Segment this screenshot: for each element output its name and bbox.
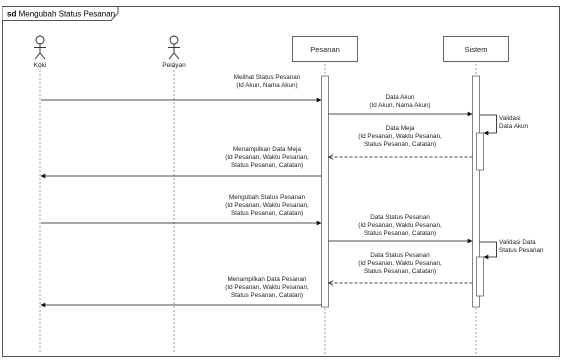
message-label-line: (Id Akun, Nama Akun) bbox=[369, 102, 430, 109]
message-m6: Mengubah Status Pesanan(Id Pesanan, Wakt… bbox=[41, 194, 322, 226]
message-label-line: (Id Pesanan, Waktu Pesanan, bbox=[225, 284, 309, 291]
message-label-line: Data Status Pesanan bbox=[370, 214, 430, 221]
participant-sistem-label: Sistem bbox=[465, 45, 488, 54]
actor-pelayan bbox=[168, 35, 180, 60]
frame-label-pentagon bbox=[2, 6, 119, 21]
participant-pesanan-box bbox=[292, 36, 358, 62]
message-label-line: Status Pesanan, Catatan) bbox=[231, 162, 303, 169]
message-label-line: Menampilkan Data Pesanan bbox=[227, 276, 307, 283]
message-m9: Data Status Pesanan(Id Pesanan, Waktu Pe… bbox=[329, 252, 473, 283]
diagram-frame bbox=[2, 6, 560, 357]
message-label-line: Status Pesanan, Catatan) bbox=[231, 292, 303, 299]
message-label-line: Status Pesanan bbox=[499, 247, 544, 254]
message-label-line: (Id Pesanan, Waktu Pesanan, bbox=[358, 260, 442, 267]
message-label-line: Validasi bbox=[499, 115, 521, 122]
message-m2: Data Akun(Id Akun, Nama Akun) bbox=[328, 94, 473, 117]
message-label: Mengubah Status Pesanan(Id Pesanan, Wakt… bbox=[225, 194, 309, 217]
message-label: Menampilkan Data Meja(Id Pesanan, Waktu … bbox=[225, 146, 309, 169]
message-label-line: (Id Pesanan, Waktu Pesanan, bbox=[225, 202, 309, 209]
message-label: Melihat Status Pesanan(Id Akun, Nama Aku… bbox=[234, 74, 301, 89]
message-label-line: (Id Akun, Nama Akun) bbox=[236, 82, 297, 89]
activation-sistem-validate-1 bbox=[476, 132, 484, 171]
message-m4: Data Meja(Id Pesanan, Waktu Pesanan,Stat… bbox=[329, 125, 473, 157]
actor-pelayan-label: Pelayan bbox=[162, 62, 186, 69]
message-label-line: Data Akun bbox=[499, 123, 529, 130]
actor-koki bbox=[34, 35, 46, 60]
message-m7: Data Status Pesanan(Id Pesanan, Waktu Pe… bbox=[328, 214, 473, 244]
participant-sistem-box bbox=[443, 36, 509, 62]
message-label-line: Data Akun bbox=[385, 94, 415, 101]
message-label-line: Melihat Status Pesanan bbox=[234, 74, 301, 81]
frame-keyword: sd bbox=[7, 10, 16, 19]
message-label-line: Data Meja bbox=[386, 125, 415, 132]
self-message-arrow bbox=[479, 241, 497, 260]
actor-koki-head-icon bbox=[35, 35, 45, 45]
message-label: Data Akun(Id Akun, Nama Akun) bbox=[369, 94, 430, 109]
frame-label: sd Mengubah Status Pesanan bbox=[7, 10, 115, 19]
activation-sistem-validate-2 bbox=[476, 256, 484, 297]
messages: Melihat Status Pesanan(Id Akun, Nama Aku… bbox=[40, 74, 544, 308]
message-label-line: (Id Pesanan, Waktu Pesanan, bbox=[225, 154, 309, 161]
message-label-line: (Id Pesanan, Waktu Pesanan, bbox=[358, 133, 442, 140]
participant-pesanan-label: Pesanan bbox=[310, 45, 340, 54]
message-label: Data Status Pesanan(Id Pesanan, Waktu Pe… bbox=[358, 252, 442, 275]
message-label-line: Status Pesanan, Catatan) bbox=[364, 230, 436, 237]
message-m1: Melihat Status Pesanan(Id Akun, Nama Aku… bbox=[41, 74, 322, 103]
message-label-line: Status Pesanan, Catatan) bbox=[364, 141, 436, 148]
message-label-line: Data Status Pesanan bbox=[370, 252, 430, 259]
activation-sistem bbox=[472, 75, 480, 308]
message-label: Data Meja(Id Pesanan, Waktu Pesanan,Stat… bbox=[358, 125, 442, 148]
message-label: Menampilkan Data Pesanan(Id Pesanan, Wak… bbox=[225, 276, 309, 299]
message-m5: Menampilkan Data Meja(Id Pesanan, Waktu … bbox=[40, 146, 322, 179]
actor-koki-label: Koki bbox=[34, 62, 47, 69]
message-label-line: Validasi Data bbox=[499, 239, 536, 246]
message-label-line: Mengubah Status Pesanan bbox=[229, 194, 305, 201]
activation-pesanan bbox=[321, 75, 329, 308]
self-message-arrow bbox=[479, 114, 497, 136]
message-m10: Menampilkan Data Pesanan(Id Pesanan, Wak… bbox=[40, 276, 322, 308]
message-label: Data Status Pesanan(Id Pesanan, Waktu Pe… bbox=[358, 214, 442, 237]
frame-title: Mengubah Status Pesanan bbox=[19, 10, 116, 19]
message-label-line: Menampilkan Data Meja bbox=[233, 146, 301, 153]
message-label-line: (Id Pesanan, Waktu Pesanan, bbox=[358, 222, 442, 229]
message-label-line: Status Pesanan, Catatan) bbox=[231, 210, 303, 217]
message-label-line: Status Pesanan, Catatan) bbox=[364, 268, 436, 275]
actor-pelayan-head-icon bbox=[169, 35, 179, 45]
